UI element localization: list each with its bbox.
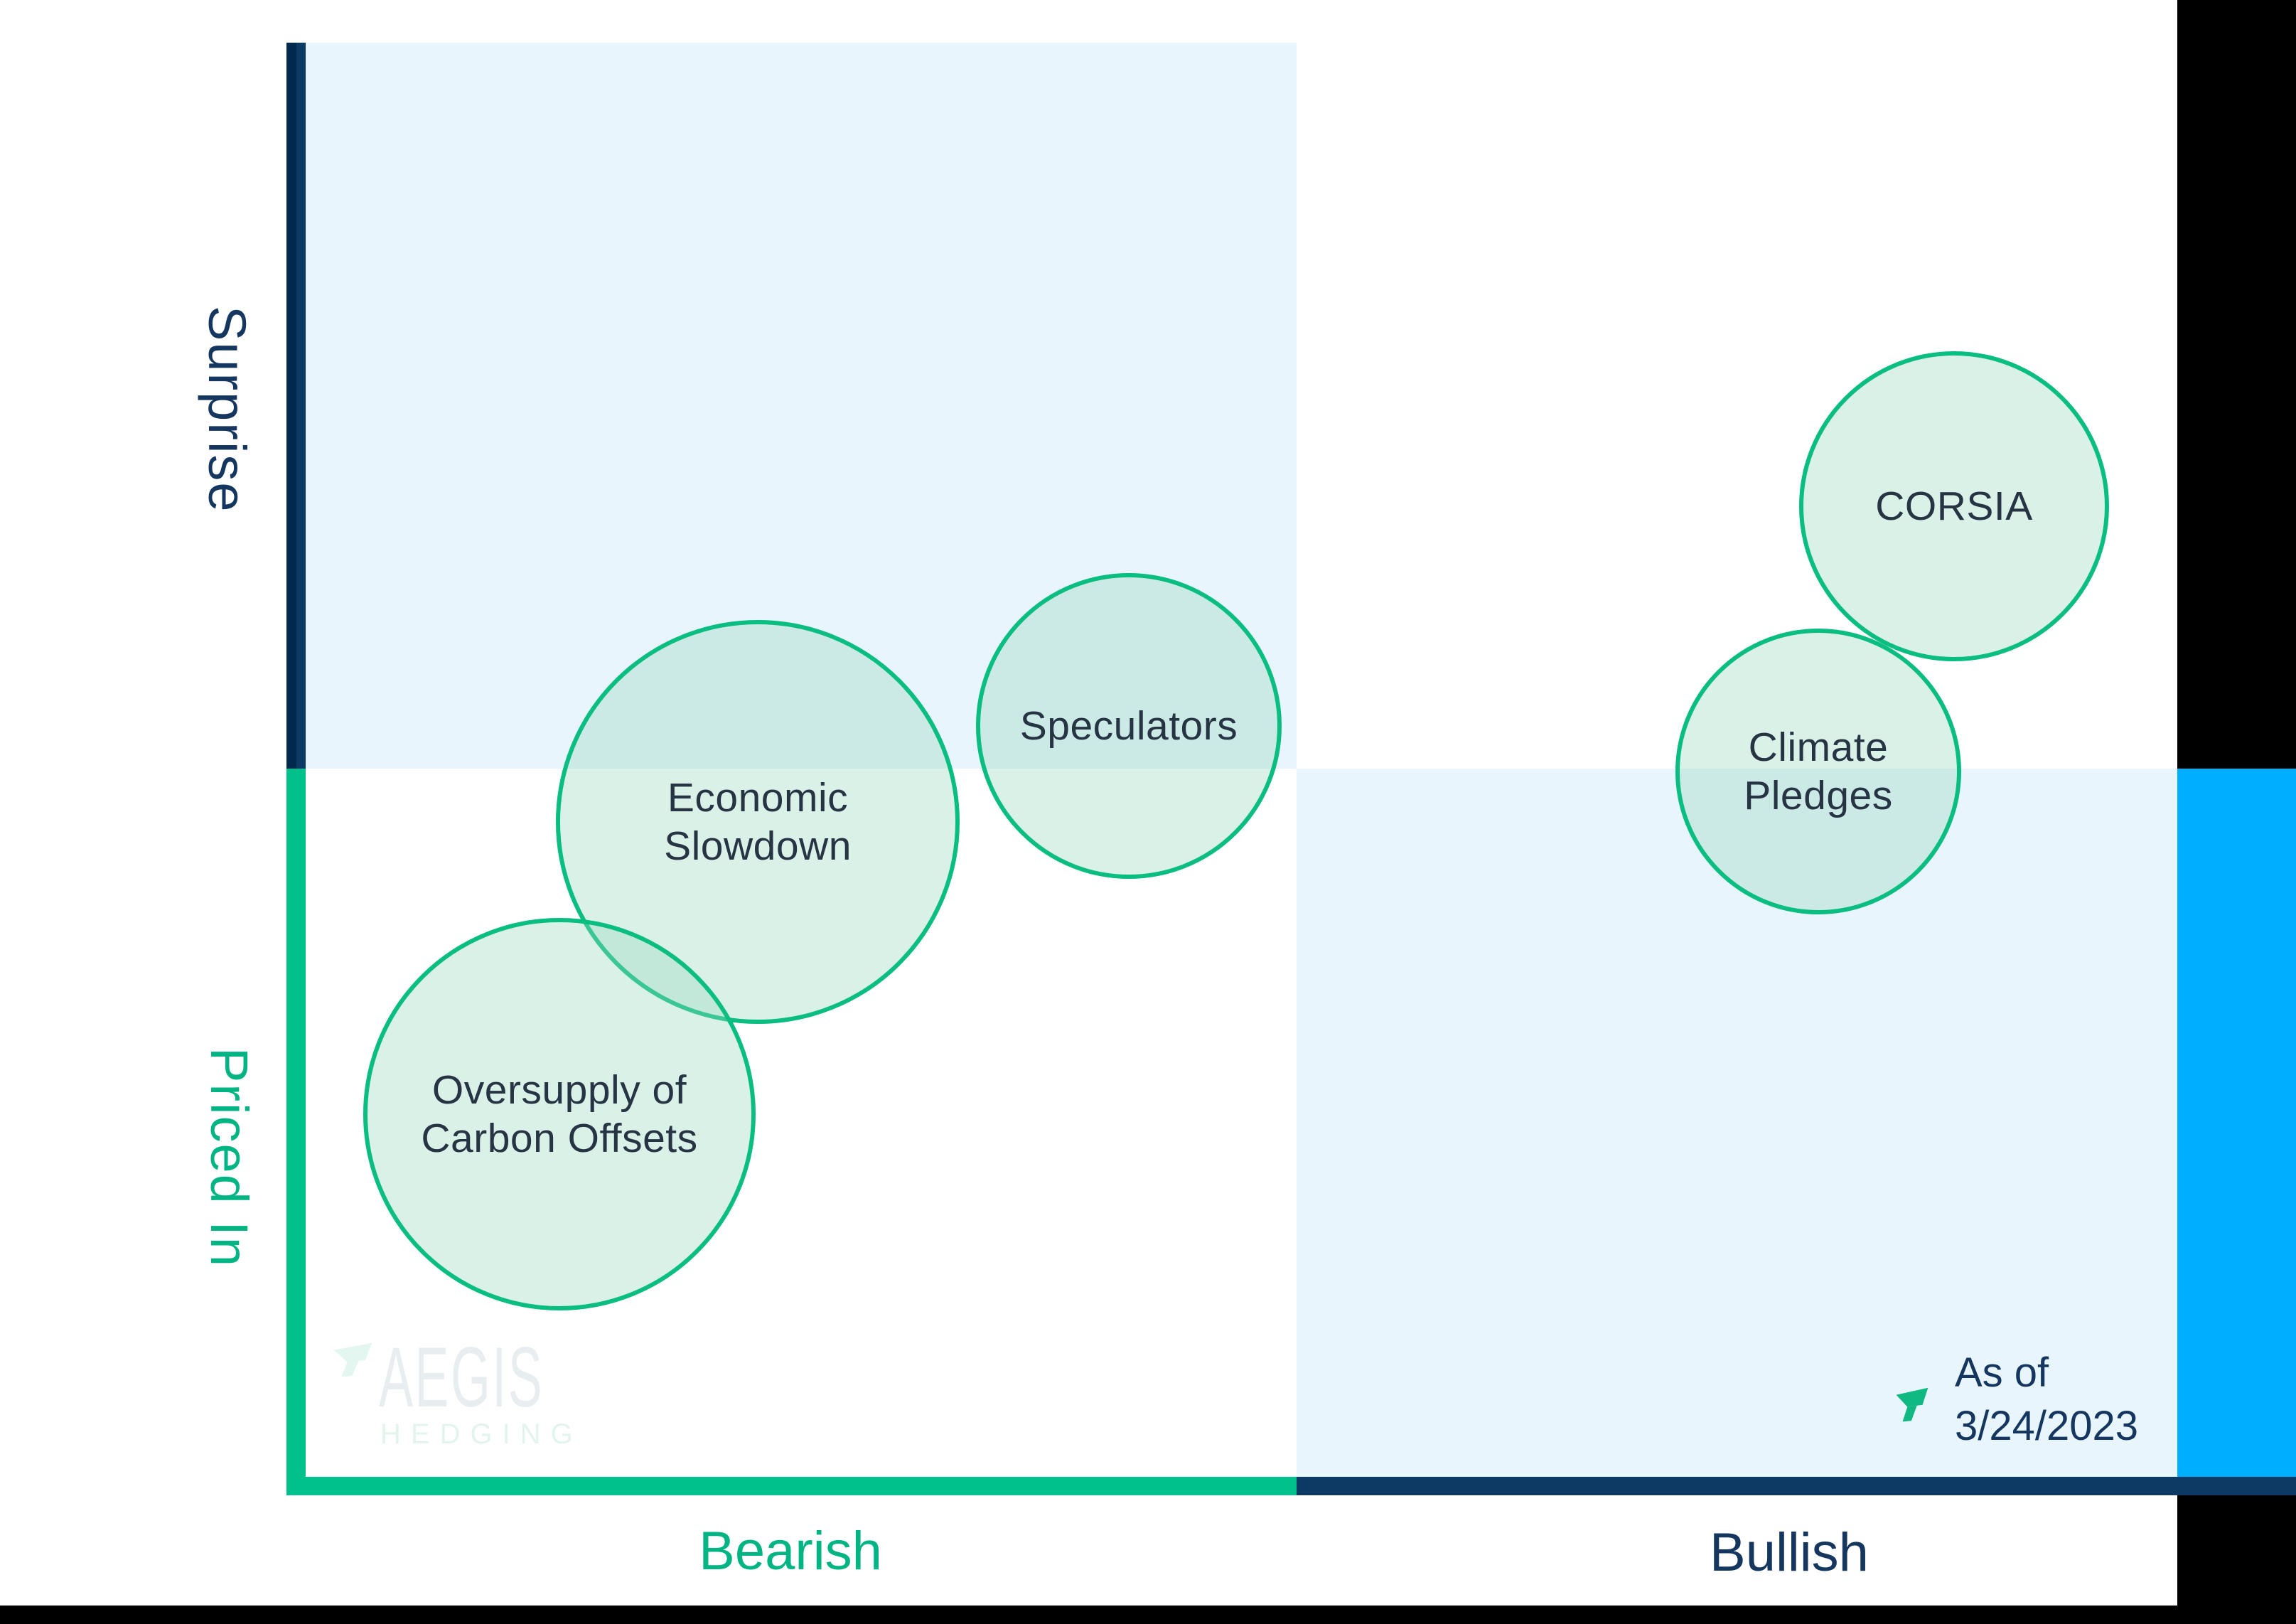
y-axis-bar-surprise (286, 43, 306, 769)
bubble-label: CORSIA (1875, 483, 2033, 529)
y-axis-label-surprise: Surprise (198, 306, 257, 513)
as-of-line1: As of (1955, 1350, 2049, 1396)
y-axis-bar-priced-in (286, 769, 306, 1495)
y-axis-label-priced-in: Priced In (200, 1047, 259, 1268)
x-axis-bar-bearish (306, 1477, 1297, 1495)
bubble-label: Speculators (1019, 703, 1238, 749)
as-of-line2: 3/24/2023 (1955, 1403, 2139, 1450)
aegis-logo-text: AEGIS (379, 1330, 545, 1425)
x-axis-label-bullish: Bullish (1710, 1522, 1869, 1583)
aegis-flag-icon (1896, 1387, 1928, 1422)
as-of-date: As of 3/24/2023 (1955, 1346, 2138, 1453)
x-axis-bar-bullish (1297, 1477, 2296, 1495)
right-black-column-bottom (2177, 1495, 2296, 1624)
bubble-speculators: Speculators (976, 573, 1282, 879)
aegis-logo-icon (333, 1342, 372, 1377)
aegis-logo-subtext: HEDGING (380, 1419, 583, 1450)
right-black-column-top (2177, 0, 2296, 769)
bubble-corsia: CORSIA (1799, 351, 2109, 661)
x-axis-label-bearish: Bearish (699, 1521, 882, 1581)
right-blue-column (2177, 769, 2296, 1477)
bottom-black-bar (0, 1606, 2296, 1624)
